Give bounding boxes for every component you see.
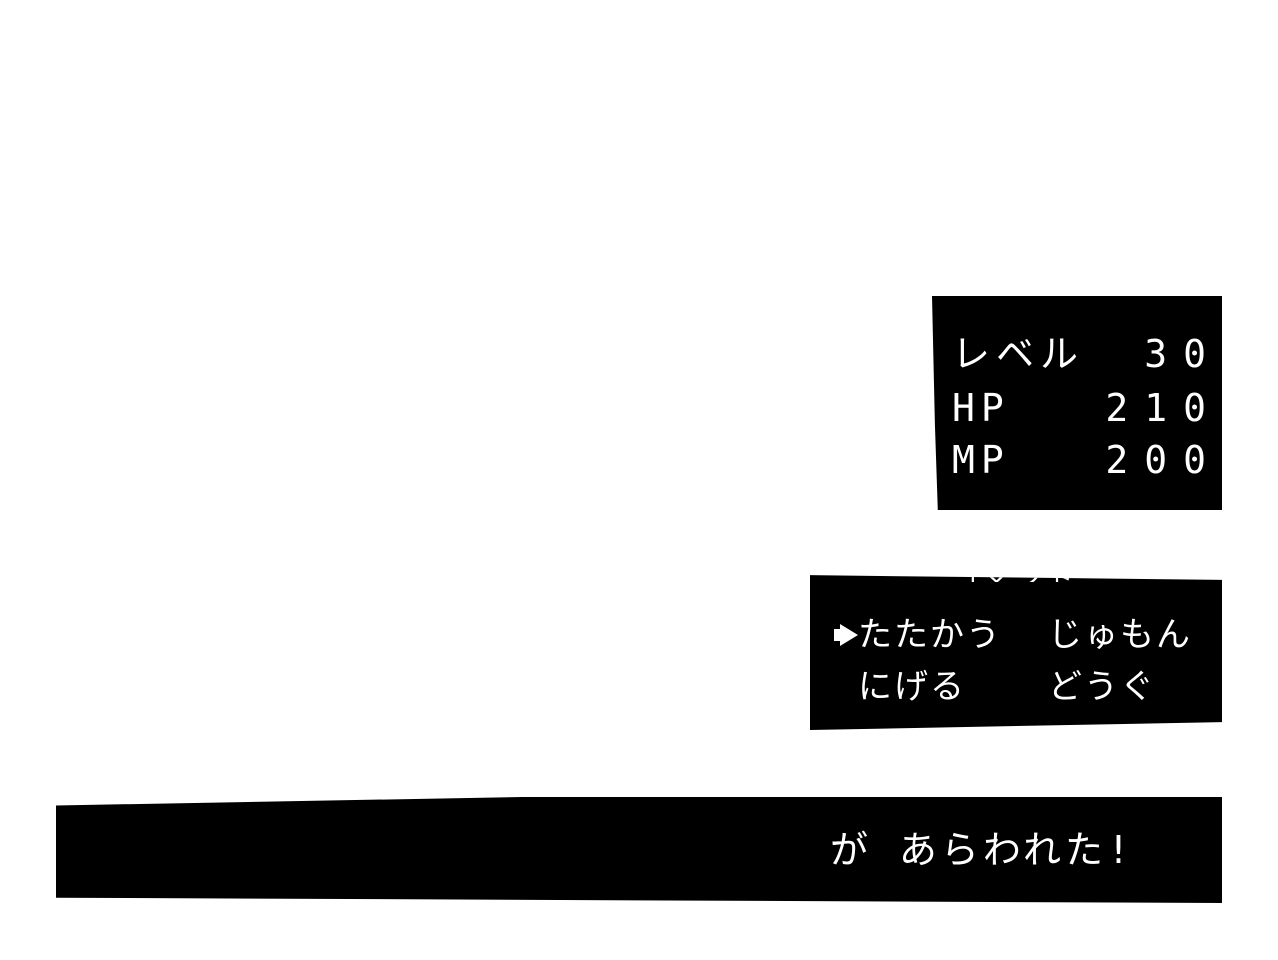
stat-label-mp: MP (952, 438, 1010, 482)
battle-message: が あらわれた! (830, 828, 1134, 872)
command-window: コマンド たたかう じゅもん にげる どうぐ (810, 575, 1222, 730)
selection-cursor-icon (834, 624, 858, 646)
stat-label-hp: HP (952, 386, 1010, 430)
stat-value-mp: 200 (1105, 438, 1222, 482)
stat-value-level: 30 (1144, 332, 1222, 376)
stat-row-mp: MP 200 (952, 436, 1206, 484)
stat-row-hp: HP 210 (952, 384, 1206, 432)
status-window-title: わたし (932, 282, 1222, 296)
command-spell[interactable]: じゅもん (1048, 615, 1192, 655)
stat-row-level: レベル 30 (952, 330, 1206, 378)
command-item[interactable]: どうぐ (1048, 667, 1156, 707)
message-window: が あらわれた! (56, 797, 1222, 903)
command-window-title: コマンド (951, 566, 1080, 582)
stat-label-level: レベル (952, 332, 1085, 376)
command-fight[interactable]: たたかう (858, 615, 1002, 655)
stat-value-hp: 210 (1105, 386, 1222, 430)
command-run[interactable]: にげる (858, 667, 966, 707)
status-window: わたし レベル 30 HP 210 MP 200 (932, 296, 1222, 510)
